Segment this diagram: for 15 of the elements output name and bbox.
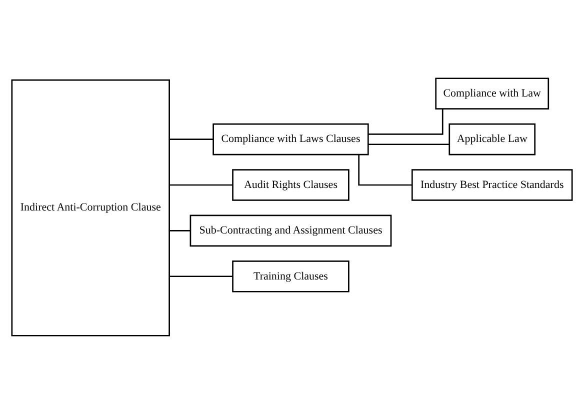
connector xyxy=(368,108,444,134)
node-box: Industry Best Practice Standards xyxy=(411,168,573,200)
connector xyxy=(368,143,450,145)
node-box: Compliance with Laws Clauses xyxy=(212,122,369,155)
connector xyxy=(169,230,190,231)
node-box: Indirect Anti-Corruption Clause xyxy=(11,78,170,336)
node-box: Audit Rights Clauses xyxy=(232,168,350,200)
connector xyxy=(358,154,412,186)
node-box: Compliance with Law xyxy=(435,77,550,110)
connector xyxy=(169,138,213,140)
connector xyxy=(169,184,233,186)
connector xyxy=(169,275,233,277)
node-box: Sub-Contracting and Assignment Clauses xyxy=(190,214,392,246)
node-box: Applicable Law xyxy=(448,122,536,155)
node-box: Training Clauses xyxy=(232,260,350,292)
